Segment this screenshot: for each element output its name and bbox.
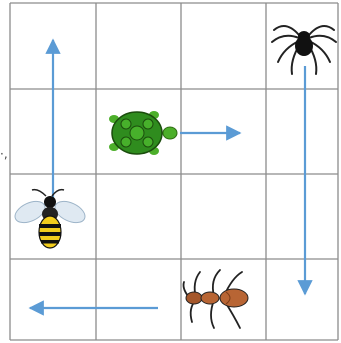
ant-icon <box>184 270 249 328</box>
bee-icon <box>12 190 89 248</box>
turtle-icon <box>109 111 177 155</box>
stray-mark: ·, <box>0 147 8 161</box>
grid-lines <box>10 3 338 340</box>
